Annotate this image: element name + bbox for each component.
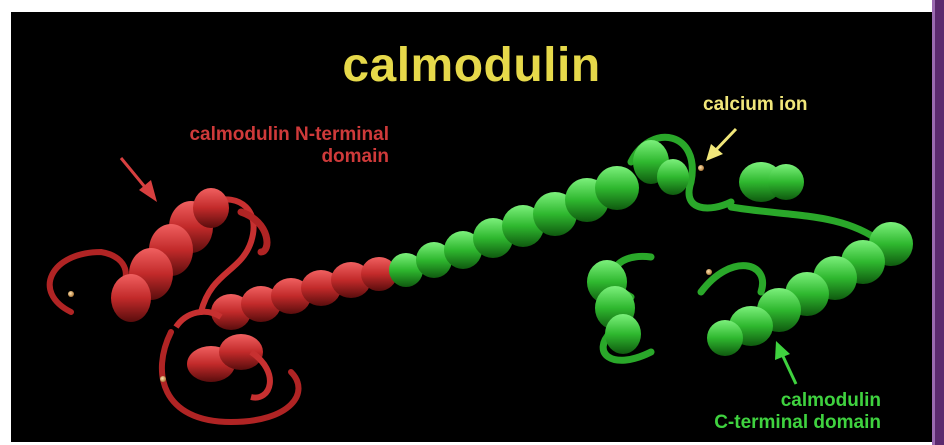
c-terminal-label-line2: C-terminal domain bbox=[601, 412, 881, 434]
frame-accent-bar bbox=[932, 0, 944, 445]
protein-illustration: calmodulin calmodulin N-terminal domain … bbox=[11, 12, 932, 442]
c-terminal-arrow bbox=[775, 341, 796, 384]
c-terminal-domain bbox=[587, 137, 913, 360]
n-terminal-label-line2: domain bbox=[55, 146, 389, 168]
n-terminal-label-line1: calmodulin N-terminal bbox=[55, 124, 389, 146]
calcium-ion-marker bbox=[698, 165, 704, 171]
diagram-title: calmodulin bbox=[11, 38, 932, 93]
calcium-ion-marker bbox=[68, 291, 74, 297]
calcium-ion-arrow bbox=[706, 129, 736, 161]
calcium-ion-marker bbox=[160, 376, 166, 382]
n-terminal-label: calmodulin N-terminal domain bbox=[55, 124, 389, 168]
calcium-ion-label: calcium ion bbox=[703, 94, 808, 116]
calcium-ion-marker bbox=[706, 269, 712, 275]
c-terminal-label: calmodulin C-terminal domain bbox=[601, 390, 881, 434]
c-terminal-label-line1: calmodulin bbox=[601, 390, 881, 412]
n-terminal-domain bbox=[50, 188, 397, 422]
